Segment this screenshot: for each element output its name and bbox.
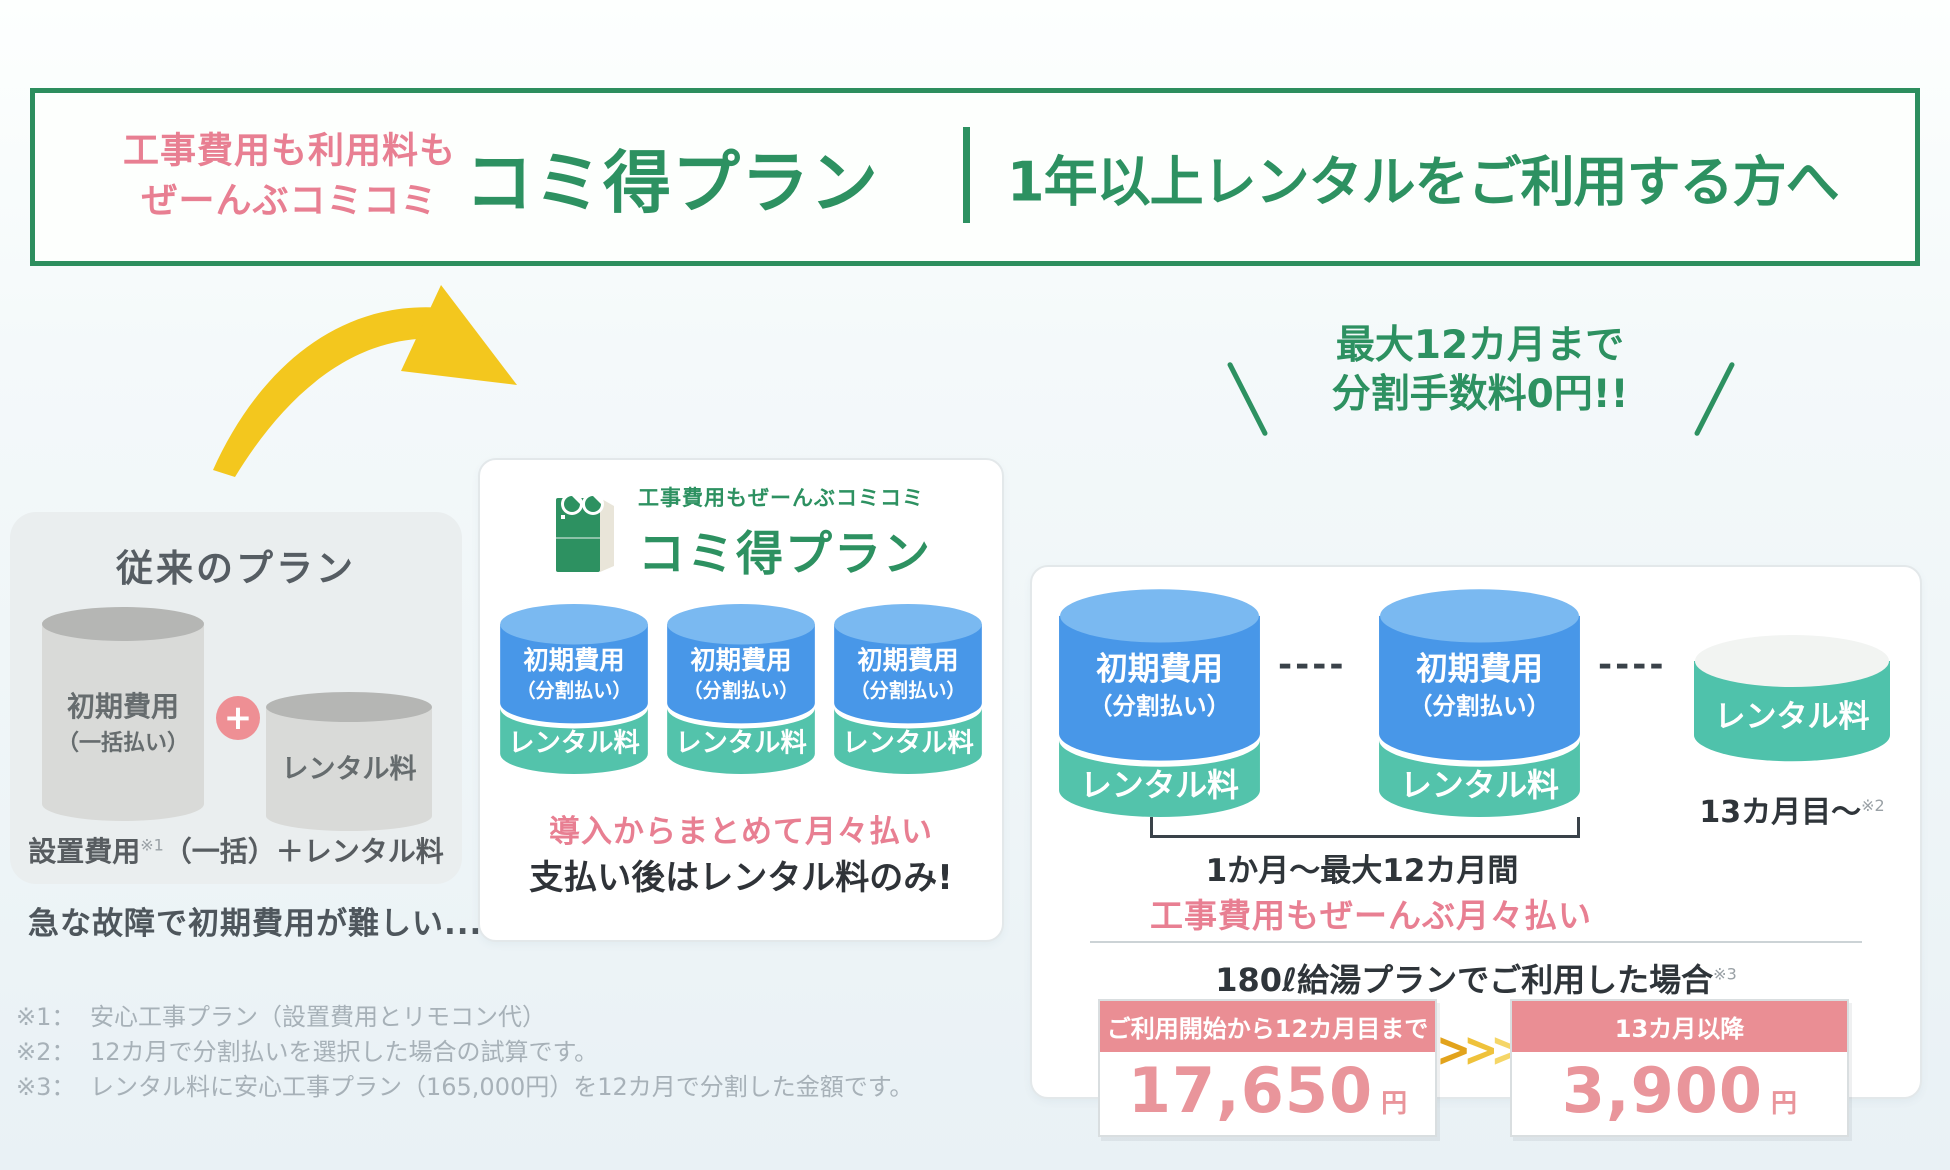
payment-cylinder-1: 初期費用 （分割払い） レンタル料 (500, 604, 648, 774)
footnote-1-mark: ※1： (16, 1003, 76, 1031)
footnote-1-text: 安心工事プラン（設置費用とリモコン代） (90, 1003, 546, 1031)
legacy-initial-line1: 初期費用 (67, 690, 179, 723)
komitoku-plan-card: 工事費用もぜーんぶコミコミ コミ得プラン 初期費用 （分割払い） レンタル料 初… (478, 458, 1004, 942)
cyl1-line1: 初期費用 (523, 646, 624, 675)
legacy-pain-note: 急な故障で初期費用が難しい... (28, 906, 483, 942)
curved-arrow-icon (213, 285, 517, 477)
price-unit: 円 (1771, 1089, 1798, 1119)
sch-cyl1-line2: （分割払い） (1089, 692, 1230, 720)
footnote-2-mark: ※2： (16, 1037, 76, 1066)
plan-cylinder-row: 初期費用 （分割払い） レンタル料 初期費用 （分割払い） レンタル料 初期費用… (480, 602, 1002, 776)
footnotes: ※1： 安心工事プラン（設置費用とリモコン代） ※2： 12カ月で分割払いを選択した… (16, 1000, 913, 1104)
dash-separator-1: ---- (1278, 645, 1347, 685)
sch-cyl2-bottom: レンタル料 (1400, 768, 1559, 804)
footnote-ref-3: ※3 (1713, 964, 1737, 984)
footnote-ref-2: ※2 (1861, 796, 1885, 815)
range-bracket (1150, 817, 1580, 838)
month-13-text: 13カ月目〜 (1699, 795, 1862, 830)
header-banner: 工事費用も利用料も ぜーんぶコミコミ コミ得プラン 1年以上レンタルをご利用する… (30, 88, 1920, 266)
cyl1-bottom: レンタル料 (508, 729, 639, 759)
chevron-icon: > (1436, 1021, 1472, 1078)
footnote-ref-1: ※1 (140, 835, 164, 855)
schedule-divider (1090, 941, 1862, 943)
plan-logo-name: コミ得プラン (638, 527, 932, 582)
legacy-rental-label: レンタル料 (282, 754, 417, 785)
sch-cyl2-line1: 初期費用 (1416, 651, 1543, 687)
schedule-cylinder-1: 初期費用 （分割払い） レンタル料 (1059, 589, 1260, 818)
initial-cost-cylinder-gray: 初期費用 （一括払い） (42, 607, 204, 821)
payment-cylinder-3: 初期費用 （分割払い） レンタル料 (834, 604, 982, 774)
cyl2-line2: （分割払い） (683, 679, 798, 702)
cyl2-bottom: レンタル料 (675, 729, 806, 759)
cyl1-line2: （分割払い） (516, 679, 631, 702)
sch-cyl1-line1: 初期費用 (1096, 651, 1223, 687)
payment-cylinder-2: 初期費用 （分割払い） レンタル料 (667, 604, 815, 774)
zero-fee-callout: 最大12カ月まで 分割手数料0円!! (1280, 322, 1680, 420)
transition-chevrons-icon: > > > (1436, 1021, 1526, 1078)
callout-line2: 分割手数料0円!! (1331, 371, 1629, 417)
example-title-text: 180ℓ給湯プランでご利用した場合 (1215, 961, 1714, 999)
callout-right-slash (1693, 361, 1736, 437)
plan-logo-text: 工事費用もぜーんぶコミコミ コミ得プラン (638, 482, 932, 584)
month-13-label: 13カ月目〜※2 (1687, 787, 1897, 831)
header-tagline-line2: ぜーんぶコミコミ (141, 181, 438, 222)
legacy-plan-title: 従来のプラン (116, 547, 356, 590)
cyl3-line2: （分割払い） (850, 679, 965, 702)
chevron-icon: > (1463, 1021, 1499, 1078)
water-heater-icon (556, 493, 614, 572)
payment-schedule-card: 初期費用 （分割払い） レンタル料 ---- 初期費用 （分割払い） レンタル料… (1030, 565, 1922, 1137)
schedule-cylinder-2: 初期費用 （分割払い） レンタル料 (1379, 589, 1580, 818)
footnote-1: ※1： 安心工事プラン（設置費用とリモコン代） (16, 1000, 913, 1035)
legacy-caption-pre: 設置費用 (28, 835, 141, 868)
plan-logo-tagline: 工事費用もぜーんぶコミコミ (638, 486, 924, 510)
price-box-header: ご利用開始から12カ月目まで (1100, 1001, 1435, 1052)
price-unit: 円 (1381, 1089, 1408, 1119)
header-divider (963, 127, 970, 223)
plus-icon: + (216, 696, 260, 740)
callout-left-slash (1226, 361, 1269, 437)
footnote-2-text: 12カ月で分割払いを選択した場合の試算です。 (90, 1037, 599, 1066)
price-box-header: 13カ月以降 (1512, 1001, 1847, 1052)
sch-final-label: レンタル料 (1715, 699, 1870, 735)
legacy-initial-line2: （一括払い） (57, 731, 189, 756)
plan-logo-row: 工事費用もぜーんぶコミコミ コミ得プラン (480, 482, 1002, 584)
footnote-3: ※3： レンタル料に安心工事プラン（165,000円）を12カ月で分割した金額です… (16, 1070, 913, 1105)
footnote-3-mark: ※3： (16, 1072, 76, 1101)
header-tagline-line1: 工事費用も利用料も (123, 130, 457, 172)
cyl3-line1: 初期費用 (857, 646, 958, 675)
schedule-cylinder-final: レンタル料 (1694, 635, 1890, 762)
plan-sub-text: 支払い後はレンタル料のみ! (529, 858, 953, 898)
audience-title: 1年以上レンタルをご利用する方へ (1007, 150, 1840, 214)
range-bracket-label: 1か月〜最大12カ月間 (1205, 853, 1519, 889)
footnote-3-text: レンタル料に安心工事プラン（165,000円）を12カ月で分割した金額です。 (90, 1072, 914, 1101)
dash-separator-2: ---- (1598, 645, 1667, 685)
rental-fee-cylinder-gray: レンタル料 (266, 692, 432, 831)
header-tagline: 工事費用も利用料も ぜーんぶコミコミ (123, 127, 456, 228)
legacy-caption: 設置費用※1（一括）＋レンタル料 (10, 830, 462, 870)
cyl3-bottom: レンタル料 (842, 729, 973, 759)
sch-cyl2-line2: （分割払い） (1409, 692, 1550, 720)
callout-line1: 最大12カ月まで (1335, 323, 1625, 368)
sch-cyl1-bottom: レンタル料 (1080, 768, 1239, 804)
plan-highlight-text: 導入からまとめて月々払い (549, 814, 933, 850)
plan-name-title: コミ得プラン (465, 144, 880, 224)
cyl2-line1: 初期費用 (690, 646, 791, 675)
footnote-2: ※2： 12カ月で分割払いを選択した場合の試算です。 (16, 1035, 913, 1070)
legacy-plan-panel: 従来のプラン 初期費用 （一括払い） + レンタル料 設置費用※1（一括）＋レン… (10, 512, 462, 884)
schedule-highlight-text: 工事費用もぜーんぶ月々払い (1150, 896, 1592, 935)
example-title: 180ℓ給湯プランでご利用した場合※3 (1032, 955, 1920, 1001)
price-amount: 3,900 (1561, 1054, 1764, 1127)
legacy-caption-post: （一括）＋レンタル料 (163, 835, 444, 868)
price-amount: 17,650 (1127, 1054, 1374, 1127)
